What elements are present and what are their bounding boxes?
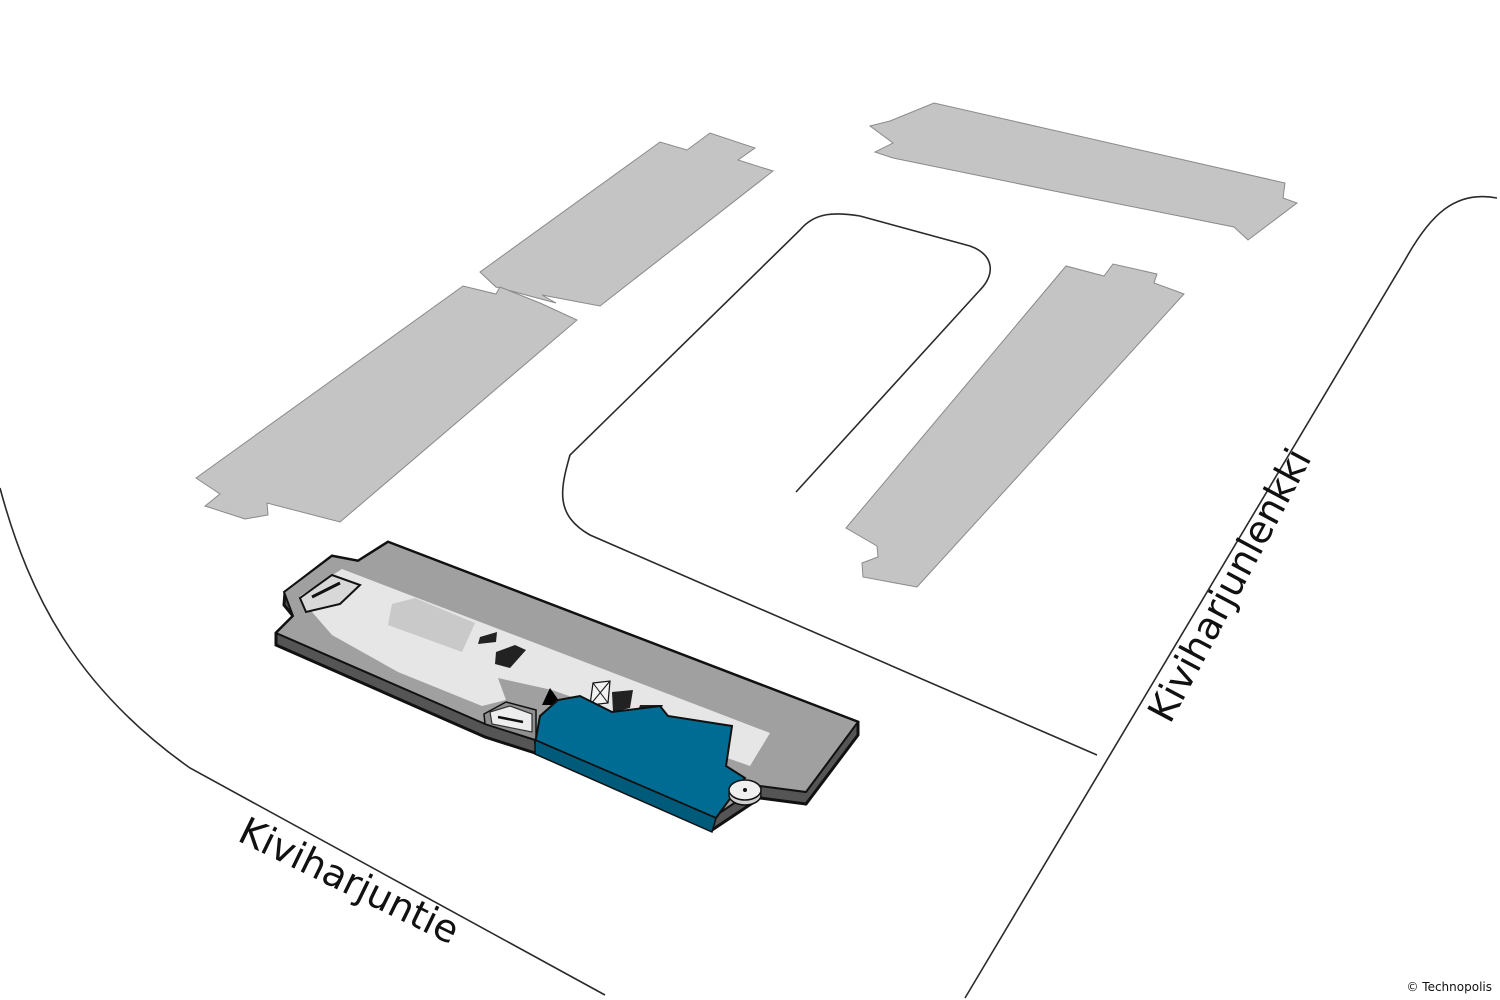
- building-northwest-upper: [479, 132, 775, 307]
- street-label-kiviharjunlenkki: Kiviharjunlenkki: [1139, 441, 1320, 729]
- building-east: [845, 263, 1185, 588]
- road-kiviharjuntie-edge: [0, 487, 606, 996]
- road-kiviharjunlenkki-edge: [964, 195, 1498, 999]
- column-icon: [728, 779, 762, 806]
- wall-detail-3: [612, 690, 633, 712]
- wall-detail-1: [478, 632, 497, 644]
- building-northwest-lower: [195, 285, 578, 523]
- highlighted-space-edge: [534, 738, 717, 834]
- lift-box-icon: [589, 680, 611, 706]
- road-parking-edge: [561, 213, 1098, 756]
- building-main: [274, 540, 860, 834]
- stair-icon: [298, 573, 362, 614]
- wall-detail-2: [495, 645, 526, 668]
- building-northeast: [868, 102, 1299, 241]
- copyright-notice: © Technopolis: [1406, 980, 1492, 994]
- room-gray: [388, 598, 475, 652]
- elevator-icon: [489, 705, 533, 733]
- street-label-kiviharjuntie: Kiviharjuntie: [232, 809, 466, 953]
